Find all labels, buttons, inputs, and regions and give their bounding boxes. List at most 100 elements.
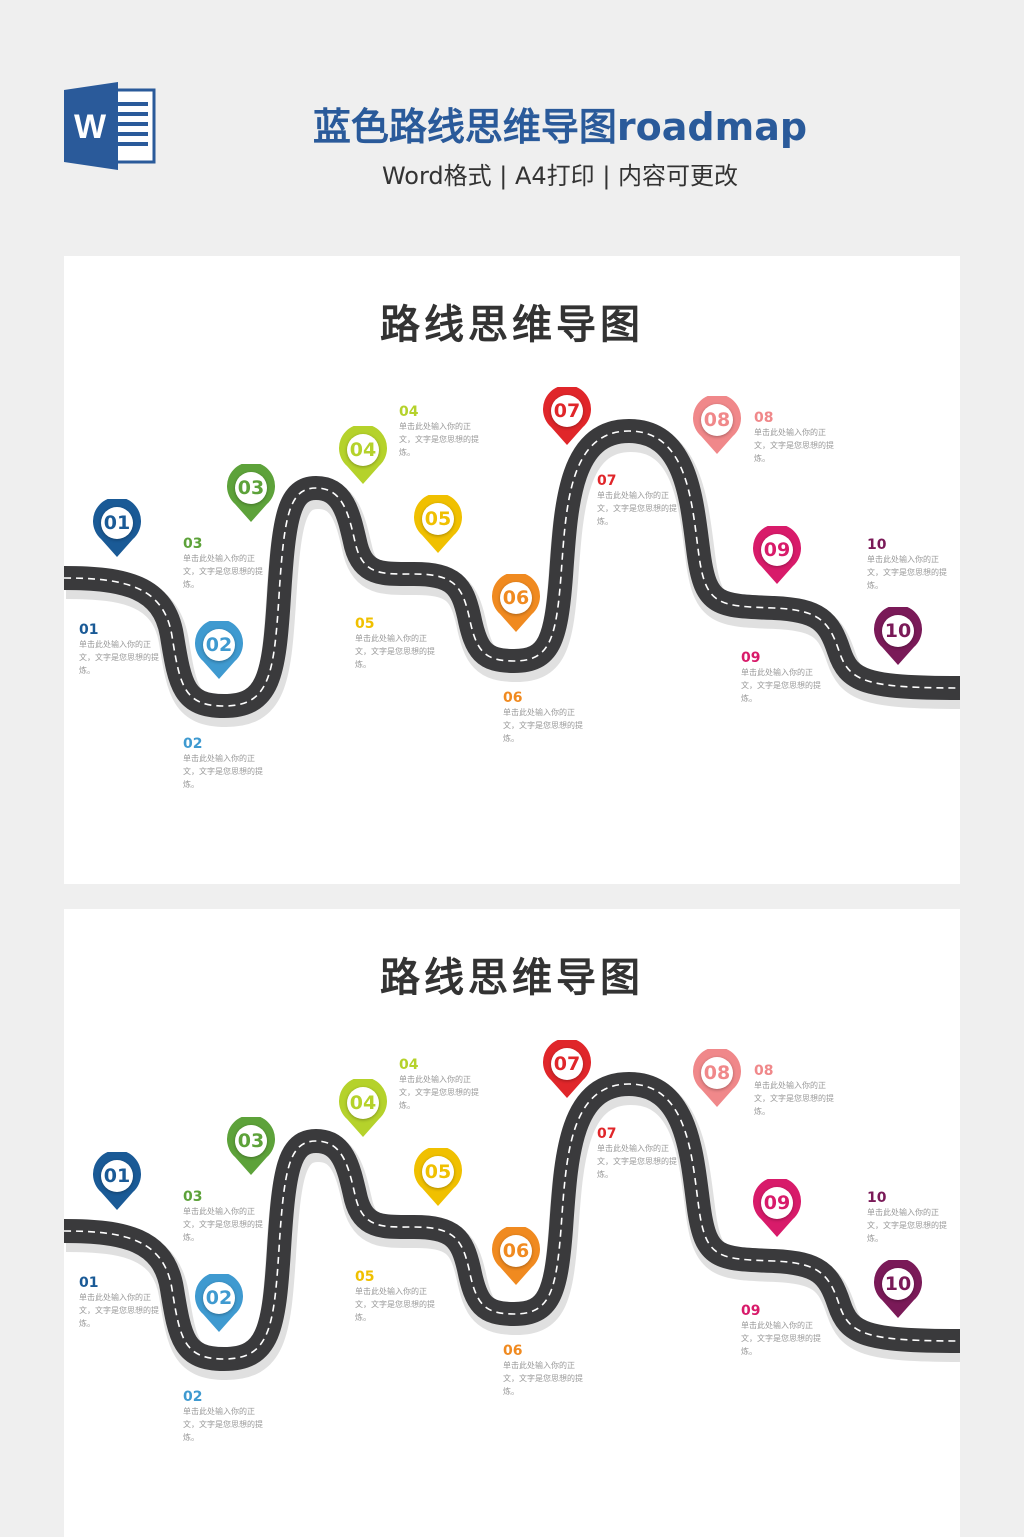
step-label-08: 08 单击此处输入你的正文，文字是您思想的提炼。 <box>754 1063 836 1118</box>
step-text[interactable]: 单击此处输入你的正文，文字是您思想的提炼。 <box>597 491 677 526</box>
step-number: 02 <box>183 736 203 752</box>
step-text[interactable]: 单击此处输入你的正文，文字是您思想的提炼。 <box>183 1207 263 1242</box>
map-pin-03: 03 <box>227 1115 275 1177</box>
step-text[interactable]: 单击此处输入你的正文，文字是您思想的提炼。 <box>503 708 583 743</box>
panel-title: 路线思维导图 <box>380 955 644 1001</box>
step-text[interactable]: 单击此处输入你的正文，文字是您思想的提炼。 <box>79 1293 159 1328</box>
pin-number: 06 <box>500 1235 532 1267</box>
step-label-04: 04 单击此处输入你的正文，文字是您思想的提炼。 <box>399 1057 481 1112</box>
step-text[interactable]: 单击此处输入你的正文，文字是您思想的提炼。 <box>183 754 263 789</box>
pin-number: 05 <box>422 503 454 535</box>
step-label-03: 03 单击此处输入你的正文，文字是您思想的提炼。 <box>183 536 265 591</box>
step-text[interactable]: 单击此处输入你的正文，文字是您思想的提炼。 <box>183 554 263 589</box>
step-label-03: 03 单击此处输入你的正文，文字是您思想的提炼。 <box>183 1189 265 1244</box>
pin-number: 09 <box>761 1187 793 1219</box>
step-number: 07 <box>597 473 617 489</box>
step-number: 08 <box>754 1063 774 1079</box>
step-label-05: 05 单击此处输入你的正文，文字是您思想的提炼。 <box>355 616 437 671</box>
step-number: 09 <box>741 1303 761 1319</box>
step-text[interactable]: 单击此处输入你的正文，文字是您思想的提炼。 <box>79 640 159 675</box>
step-label-07: 07 单击此处输入你的正文，文字是您思想的提炼。 <box>597 1126 679 1181</box>
pin-number: 08 <box>701 1057 733 1089</box>
map-pin-04: 04 <box>339 424 387 486</box>
step-text[interactable]: 单击此处输入你的正文，文字是您思想的提炼。 <box>399 422 479 457</box>
map-pin-03: 03 <box>227 462 275 524</box>
pin-number: 09 <box>761 534 793 566</box>
step-label-10: 10 单击此处输入你的正文，文字是您思想的提炼。 <box>867 1190 949 1245</box>
page-subtitle: Word格式 | A4打印 | 内容可更改 <box>381 162 739 190</box>
pin-number: 10 <box>882 1268 914 1300</box>
map-pin-04: 04 <box>339 1077 387 1139</box>
pin-number: 07 <box>551 1048 583 1080</box>
pin-number: 05 <box>422 1156 454 1188</box>
step-text[interactable]: 单击此处输入你的正文，文字是您思想的提炼。 <box>355 634 435 669</box>
pin-number: 08 <box>701 404 733 436</box>
step-number: 06 <box>503 690 523 706</box>
pin-number: 01 <box>101 1160 133 1192</box>
step-number: 05 <box>355 1269 375 1285</box>
step-label-02: 02 单击此处输入你的正文，文字是您思想的提炼。 <box>183 736 265 791</box>
step-text[interactable]: 单击此处输入你的正文，文字是您思想的提炼。 <box>597 1144 677 1179</box>
pin-number: 01 <box>101 507 133 539</box>
step-number: 02 <box>183 1389 203 1405</box>
map-pin-01: 01 <box>93 1150 141 1212</box>
step-number: 07 <box>597 1126 617 1142</box>
map-pin-08: 08 <box>693 394 741 456</box>
step-label-06: 06 单击此处输入你的正文，文字是您思想的提炼。 <box>503 1343 585 1398</box>
map-pin-06: 06 <box>492 572 540 634</box>
step-text[interactable]: 单击此处输入你的正文，文字是您思想的提炼。 <box>399 1075 479 1110</box>
step-text[interactable]: 单击此处输入你的正文，文字是您思想的提炼。 <box>741 668 821 703</box>
pin-number: 10 <box>882 615 914 647</box>
map-pin-07: 07 <box>543 385 591 447</box>
step-label-10: 10 单击此处输入你的正文，文字是您思想的提炼。 <box>867 537 949 592</box>
map-pin-05: 05 <box>414 1146 462 1208</box>
map-pin-10: 10 <box>874 1258 922 1320</box>
step-number: 06 <box>503 1343 523 1359</box>
step-number: 08 <box>754 410 774 426</box>
pin-number: 04 <box>347 434 379 466</box>
winding-road <box>64 418 960 728</box>
pin-number: 02 <box>203 1282 235 1314</box>
step-number: 03 <box>183 536 203 552</box>
map-pin-01: 01 <box>93 497 141 559</box>
panel-title: 路线思维导图 <box>380 302 644 348</box>
step-number: 04 <box>399 1057 419 1073</box>
winding-road <box>64 1071 960 1381</box>
step-text[interactable]: 单击此处输入你的正文，文字是您思想的提炼。 <box>183 1407 263 1442</box>
step-number: 09 <box>741 650 761 666</box>
pin-number: 07 <box>551 395 583 427</box>
step-text[interactable]: 单击此处输入你的正文，文字是您思想的提炼。 <box>754 1081 834 1116</box>
step-label-09: 09 单击此处输入你的正文，文字是您思想的提炼。 <box>741 1303 823 1358</box>
step-number: 10 <box>867 1190 887 1206</box>
map-pin-08: 08 <box>693 1047 741 1109</box>
word-icon: W <box>64 82 156 170</box>
step-text[interactable]: 单击此处输入你的正文，文字是您思想的提炼。 <box>754 428 834 463</box>
map-pin-05: 05 <box>414 493 462 555</box>
map-pin-09: 09 <box>753 524 801 586</box>
step-label-09: 09 单击此处输入你的正文，文字是您思想的提炼。 <box>741 650 823 705</box>
step-number: 05 <box>355 616 375 632</box>
step-text[interactable]: 单击此处输入你的正文，文字是您思想的提炼。 <box>867 555 947 590</box>
step-text[interactable]: 单击此处输入你的正文，文字是您思想的提炼。 <box>867 1208 947 1243</box>
map-pin-07: 07 <box>543 1038 591 1100</box>
map-pin-10: 10 <box>874 605 922 667</box>
step-text[interactable]: 单击此处输入你的正文，文字是您思想的提炼。 <box>741 1321 821 1356</box>
step-number: 10 <box>867 537 887 553</box>
pin-number: 02 <box>203 629 235 661</box>
step-label-07: 07 单击此处输入你的正文，文字是您思想的提炼。 <box>597 473 679 528</box>
step-label-01: 01 单击此处输入你的正文，文字是您思想的提炼。 <box>79 622 161 677</box>
step-label-05: 05 单击此处输入你的正文，文字是您思想的提炼。 <box>355 1269 437 1324</box>
roadmap-panel-1: 路线思维导图 01 01 单击此处输入你的正文，文字是您思想的提炼。 02 02 单击此处… <box>64 256 960 884</box>
step-number: 03 <box>183 1189 203 1205</box>
step-number: 01 <box>79 622 99 638</box>
pin-number: 03 <box>235 472 267 504</box>
svg-text:W: W <box>74 108 107 146</box>
pin-number: 04 <box>347 1087 379 1119</box>
step-text[interactable]: 单击此处输入你的正文，文字是您思想的提炼。 <box>503 1361 583 1396</box>
pin-number: 03 <box>235 1125 267 1157</box>
map-pin-02: 02 <box>195 1272 243 1334</box>
step-text[interactable]: 单击此处输入你的正文，文字是您思想的提炼。 <box>355 1287 435 1322</box>
